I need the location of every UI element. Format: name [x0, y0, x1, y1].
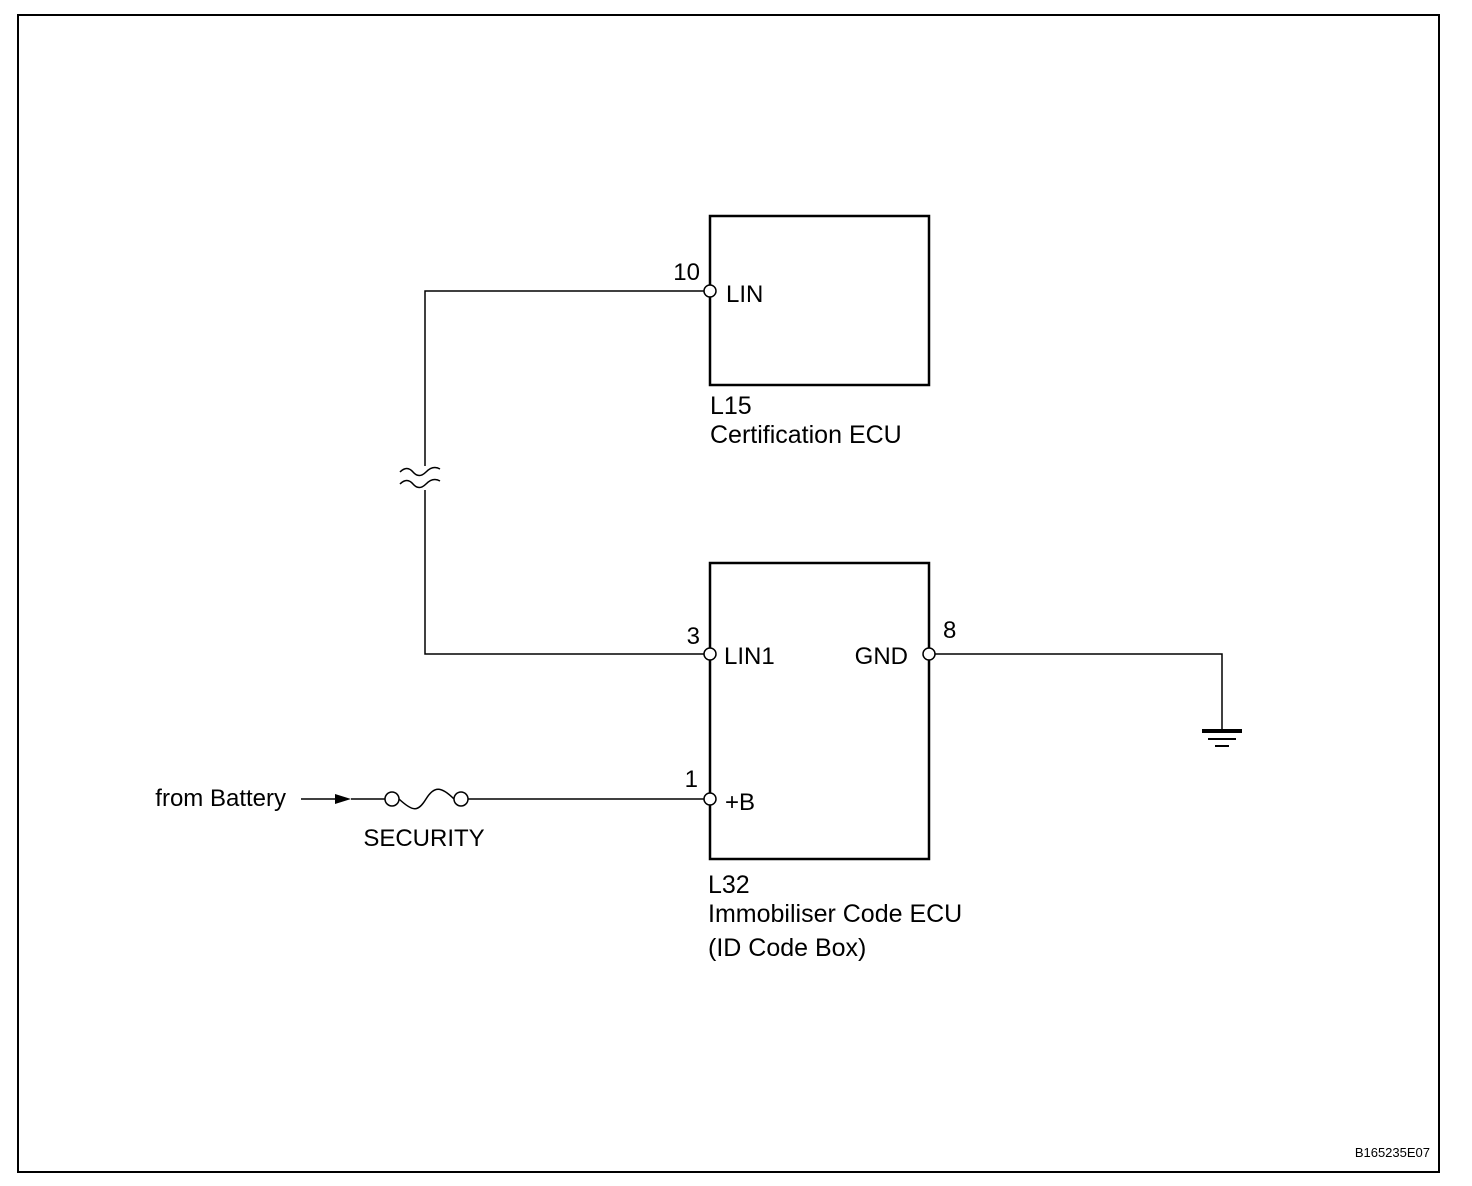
pin-label-lin1: LIN1 [724, 643, 775, 670]
ground-wire [934, 653, 1223, 731]
pin-label-lin: LIN [726, 281, 763, 308]
pin-label-b: +B [725, 789, 755, 816]
pin-number-3: 3 [687, 623, 700, 650]
ground-icon [1202, 729, 1242, 747]
battery-source-label: from Battery [155, 785, 286, 812]
immobiliser-ecu-name: Immobiliser Code ECU [708, 900, 962, 928]
terminal-lin1 [703, 647, 717, 661]
pin-number-8: 8 [943, 617, 956, 644]
immobiliser-ecu-box [708, 561, 931, 861]
pin-label-gnd: GND [855, 643, 908, 670]
connector-l15: L15 [710, 392, 752, 420]
lin-wire-upper [424, 290, 705, 468]
figure-code: B165235E07 [1355, 1145, 1430, 1160]
connector-l32: L32 [708, 871, 750, 899]
terminal-b [703, 792, 717, 806]
diagram-frame [17, 14, 1440, 1173]
fuse-label: SECURITY [363, 825, 484, 852]
immobiliser-ecu-subname: (ID Code Box) [708, 934, 866, 962]
fuse-icon [384, 788, 469, 810]
terminal-gnd [922, 647, 936, 661]
pin-number-1: 1 [685, 766, 698, 793]
certification-ecu-name: Certification ECU [710, 421, 902, 449]
wire-break-icon [398, 466, 442, 490]
terminal-lin [703, 284, 717, 298]
pin-number-10: 10 [673, 259, 700, 286]
lin-wire-lower [424, 488, 705, 655]
arrow-right-icon [335, 794, 351, 804]
certification-ecu-box [708, 214, 931, 387]
